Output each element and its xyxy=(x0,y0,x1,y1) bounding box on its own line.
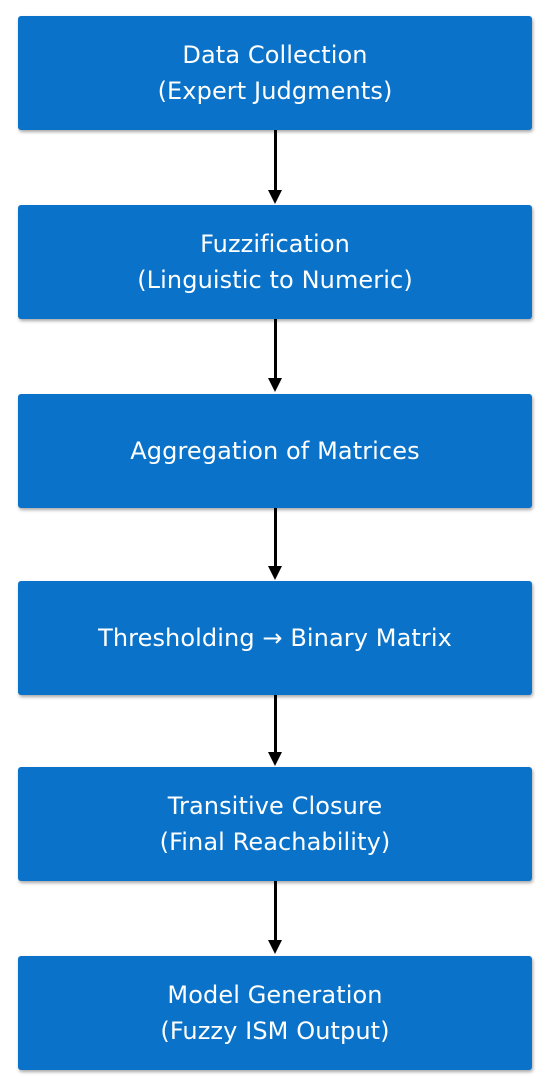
step-title: Fuzzification xyxy=(200,230,350,258)
step-title: Transitive Closure xyxy=(167,792,383,820)
arrow-down-icon xyxy=(268,319,282,392)
step-data-collection: Data Collection (Expert Judgments) xyxy=(18,16,532,130)
step-subtitle: (Expert Judgments) xyxy=(157,77,393,105)
arrow-down-icon xyxy=(268,695,282,766)
arrow-down-icon xyxy=(268,130,282,204)
arrow-down-icon xyxy=(268,881,282,954)
step-aggregation: Aggregation of Matrices xyxy=(18,394,532,508)
step-transitive-closure: Transitive Closure (Final Reachability) xyxy=(18,767,532,881)
step-title: Data Collection xyxy=(182,41,368,69)
step-title: Model Generation xyxy=(167,981,383,1009)
step-model-generation: Model Generation (Fuzzy ISM Output) xyxy=(18,956,532,1070)
step-title: Aggregation of Matrices xyxy=(130,437,420,465)
arrow-down-icon xyxy=(268,508,282,580)
step-fuzzification: Fuzzification (Linguistic to Numeric) xyxy=(18,205,532,319)
step-subtitle: (Fuzzy ISM Output) xyxy=(160,1017,390,1045)
step-subtitle: (Linguistic to Numeric) xyxy=(137,266,413,294)
step-title: Thresholding → Binary Matrix xyxy=(98,624,452,652)
step-subtitle: (Final Reachability) xyxy=(159,828,391,856)
step-thresholding: Thresholding → Binary Matrix xyxy=(18,581,532,695)
